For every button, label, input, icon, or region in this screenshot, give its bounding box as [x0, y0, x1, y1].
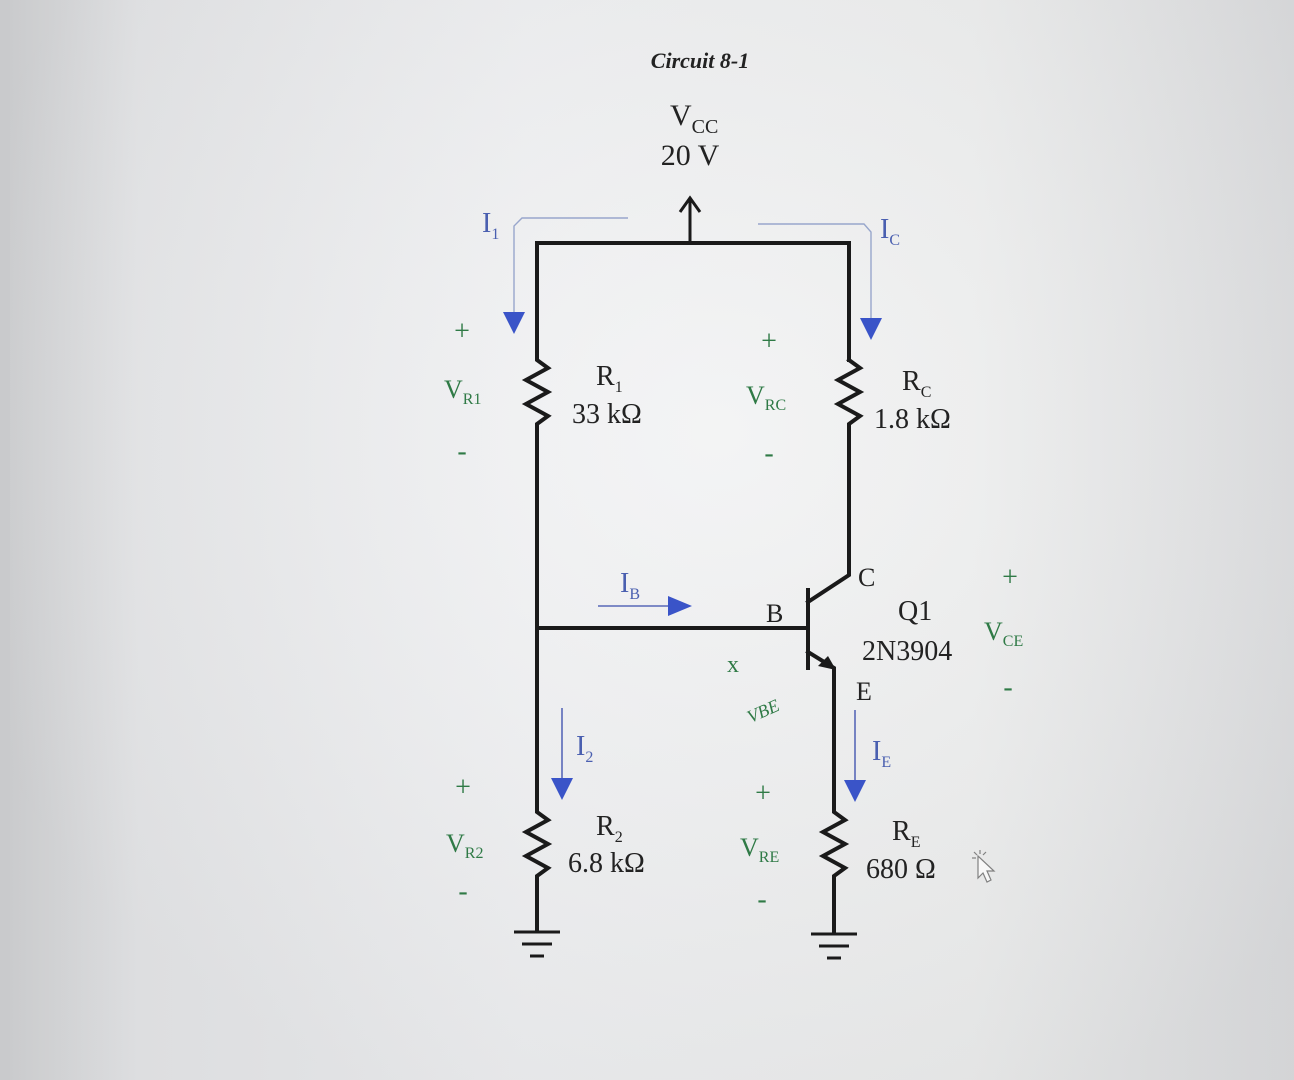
i1-arrow-head [503, 312, 525, 334]
ic-label: IC [880, 214, 900, 249]
vbe-mark: x [727, 652, 739, 678]
vr1-label: VR1 [444, 375, 481, 408]
vrc-label: VRC [746, 381, 786, 414]
re-name: RE [892, 816, 920, 851]
vre-label: VRE [740, 833, 779, 866]
ib-label: IB [620, 568, 640, 603]
vce-label: VCE [984, 617, 1023, 650]
r1-resistor [521, 333, 553, 802]
vcc-arrow-head [678, 195, 702, 213]
r2-resistor [521, 798, 553, 932]
i1-label: I1 [482, 208, 499, 243]
vbe-label: VBE [744, 695, 782, 727]
vce-plus: + [1002, 562, 1018, 593]
cursor-icon [972, 850, 996, 883]
ie-arrow-head [844, 780, 866, 802]
monitor-screen [10, 0, 1294, 1080]
vce-minus: - [1003, 672, 1012, 703]
vr1-minus: - [457, 436, 466, 467]
r2-name: R2 [596, 811, 623, 846]
vcc-label: VCC [670, 99, 718, 138]
circuit-title: Circuit 8-1 [651, 48, 749, 73]
vr2-label: VR2 [446, 829, 483, 862]
ie-label: IE [872, 736, 891, 771]
ic-arrow-line [758, 223, 872, 318]
vr2-minus: - [458, 876, 467, 907]
r1-name: R1 [596, 361, 623, 396]
vrc-plus: + [761, 326, 777, 357]
emitter-wire [805, 649, 836, 802]
r1-value: 33 kΩ [572, 399, 642, 430]
ib-arrow-head [668, 596, 692, 616]
rc-resistor [805, 357, 865, 605]
collector-label: C [858, 563, 875, 592]
vre-minus: - [757, 884, 766, 915]
i2-arrow-head [551, 778, 573, 800]
transistor-name: Q1 [898, 596, 932, 627]
i1-arrow-line [513, 217, 628, 312]
vr2-plus: + [455, 772, 471, 803]
emitter-label: E [856, 677, 872, 706]
rc-name: RC [902, 366, 931, 401]
transistor-part: 2N3904 [862, 636, 952, 667]
vrc-minus: - [764, 438, 773, 469]
base-label: B [766, 599, 783, 628]
i2-label: I2 [576, 731, 593, 766]
ic-arrow-head [860, 318, 882, 340]
vre-plus: + [755, 778, 771, 809]
rc-value: 1.8 kΩ [874, 404, 951, 435]
top-rail-wire [535, 241, 851, 362]
r2-value: 6.8 kΩ [568, 848, 645, 879]
vcc-value: 20 V [661, 139, 720, 172]
re-value: 680 Ω [866, 854, 936, 885]
emitter-arrow [818, 656, 836, 670]
vr1-plus: + [454, 316, 470, 347]
re-resistor [818, 798, 850, 934]
